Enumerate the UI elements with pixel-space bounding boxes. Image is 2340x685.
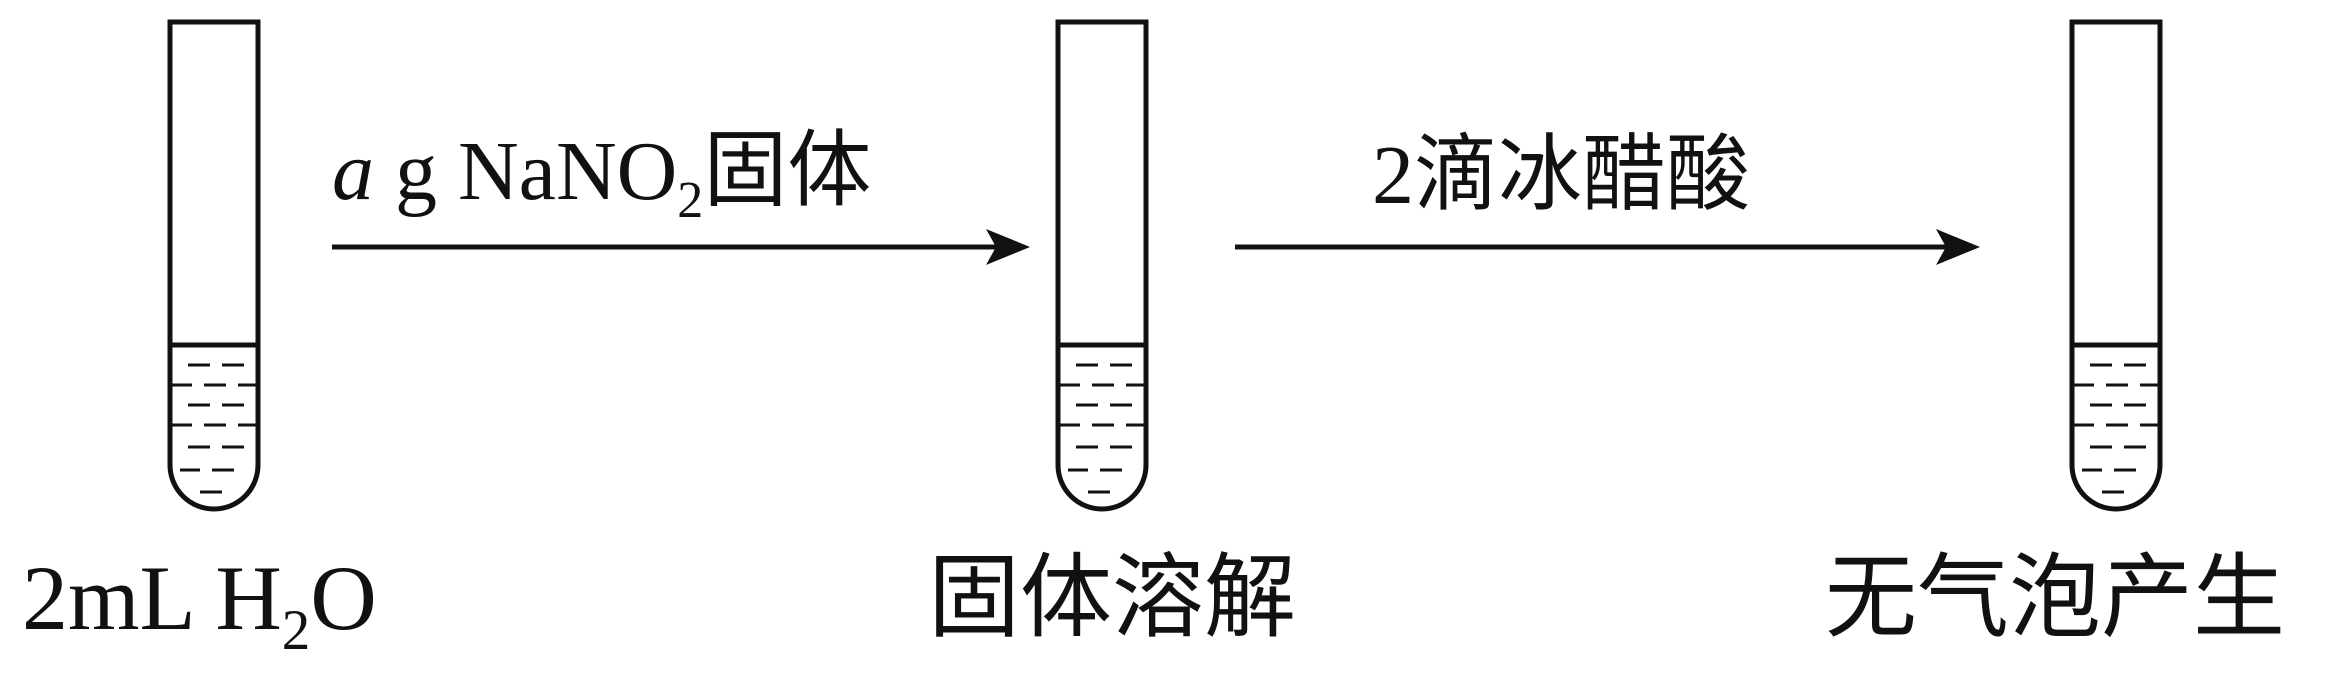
arrow-2 [1235, 229, 1980, 265]
step-1-label-suffix: O [310, 547, 377, 649]
step-1-label-subscript: 2 [281, 598, 311, 662]
test-tube-1 [167, 19, 261, 512]
arrow-1-label-text: g NaNO [374, 125, 678, 218]
arrow-1-label-italic: a [332, 125, 374, 218]
arrow-1 [332, 229, 1030, 265]
arrow-1-label: a g NaNO2固体 [332, 130, 871, 227]
test-tube-2 [1055, 19, 1149, 512]
step-1-label-text: 2mL H [22, 547, 282, 649]
arrow-1-label-suffix: 固体 [703, 125, 872, 218]
step-3-label: 无气泡产生 [1825, 547, 2286, 649]
step-1-label: 2mL H2O [22, 552, 377, 659]
arrow-2-label: 2滴冰醋酸 [1372, 129, 1751, 222]
step-2-label: 固体溶解 [928, 547, 1297, 649]
test-tube-3 [2069, 19, 2163, 512]
arrow-1-label-subscript: 2 [677, 172, 704, 230]
